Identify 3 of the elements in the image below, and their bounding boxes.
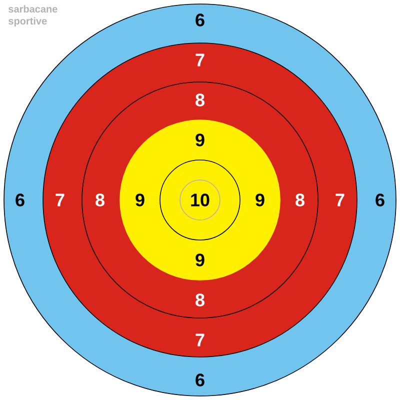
inner-circle: [160, 160, 240, 240]
title: sarbacane sportive: [8, 5, 58, 27]
target-ring: 10: [180, 180, 220, 220]
